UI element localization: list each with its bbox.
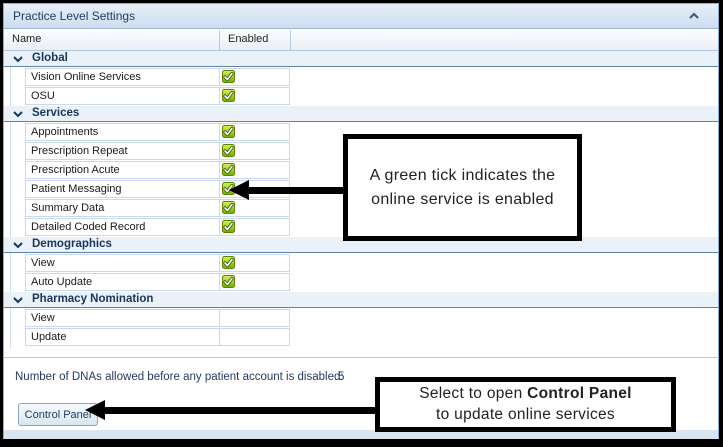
- tick-annotation-text: A green tick indicates the online servic…: [369, 167, 556, 208]
- footer-divider: [4, 357, 718, 358]
- table-left-gridline: [10, 51, 11, 348]
- group-label: Demographics: [32, 238, 112, 250]
- table-row[interactable]: Appointments: [25, 123, 290, 141]
- group-label: Services: [32, 107, 80, 119]
- green-tick-icon[interactable]: [222, 201, 235, 214]
- control-panel-button[interactable]: Control Panel: [18, 403, 98, 426]
- setting-name: Appointments: [31, 126, 99, 138]
- dna-allowance-label: Number of DNAs allowed before any patien…: [15, 371, 344, 383]
- group-row[interactable]: Pharmacy Nomination: [4, 292, 718, 308]
- tick-annotation-callout: A green tick indicates the online servic…: [343, 134, 582, 241]
- settings-table: Global Vision Online Services OSU Servic…: [4, 51, 718, 347]
- green-tick-icon[interactable]: [222, 275, 235, 288]
- table-row[interactable]: Update: [25, 328, 290, 346]
- table-row[interactable]: Vision Online Services: [25, 68, 290, 86]
- row-column-divider: [219, 200, 220, 216]
- row-column-divider: [219, 69, 220, 85]
- column-header-enabled[interactable]: Enabled: [228, 33, 269, 45]
- chevron-down-icon: [13, 111, 23, 118]
- setting-name: Auto Update: [31, 276, 93, 288]
- panel-title-bar: Practice Level Settings: [4, 4, 718, 29]
- green-tick-icon[interactable]: [222, 125, 235, 138]
- control-panel-annotation-callout: Select to open Control Panel to update o…: [375, 377, 676, 432]
- row-column-divider: [219, 329, 220, 345]
- row-column-divider: [219, 162, 220, 178]
- table-row[interactable]: View: [25, 309, 290, 327]
- setting-name: View: [31, 257, 55, 269]
- group-row[interactable]: Services: [4, 106, 718, 122]
- group-label: Pharmacy Nomination: [32, 293, 154, 305]
- annotation-arrowhead-icon: [85, 400, 105, 420]
- annotation-text-prefix: Select to open: [419, 384, 528, 402]
- control-panel-annotation-text: Select to open Control Panel to update o…: [419, 384, 632, 426]
- row-column-divider: [219, 219, 220, 235]
- table-row[interactable]: OSU: [25, 87, 290, 105]
- table-row[interactable]: View: [25, 254, 290, 272]
- row-column-divider: [219, 124, 220, 140]
- row-column-divider: [219, 255, 220, 271]
- column-header-name[interactable]: Name: [12, 33, 42, 45]
- setting-name: Prescription Repeat: [31, 145, 128, 157]
- green-tick-icon[interactable]: [222, 70, 235, 83]
- setting-name: Summary Data: [31, 202, 105, 214]
- row-column-divider: [219, 181, 220, 197]
- annotation-arrow: [248, 187, 344, 194]
- table-row[interactable]: Prescription Acute: [25, 161, 290, 179]
- annotation-arrowhead-icon: [229, 180, 249, 200]
- chevron-down-icon: [13, 297, 23, 304]
- setting-name: Update: [31, 331, 67, 343]
- annotation-arrow: [103, 407, 376, 414]
- setting-name: Detailed Coded Record: [31, 221, 146, 233]
- column-divider: [219, 30, 220, 50]
- green-tick-icon[interactable]: [222, 220, 235, 233]
- green-tick-icon[interactable]: [222, 163, 235, 176]
- panel-footer-strip: [4, 430, 718, 439]
- green-tick-icon[interactable]: [222, 256, 235, 269]
- row-column-divider: [219, 143, 220, 159]
- setting-name: Prescription Acute: [31, 164, 120, 176]
- dna-allowance-value: 5: [338, 371, 345, 383]
- setting-name: View: [31, 312, 55, 324]
- column-divider: [290, 30, 291, 50]
- panel-title: Practice Level Settings: [13, 9, 136, 23]
- table-header-row: Name Enabled: [4, 29, 718, 51]
- row-column-divider: [219, 88, 220, 104]
- table-row[interactable]: Summary Data: [25, 199, 290, 217]
- row-column-divider: [219, 310, 220, 326]
- table-row[interactable]: Auto Update: [25, 273, 290, 291]
- group-row[interactable]: Global: [4, 51, 718, 67]
- setting-name: OSU: [31, 90, 55, 102]
- annotation-text-bold: Control Panel: [527, 384, 632, 402]
- setting-name: Patient Messaging: [31, 183, 122, 195]
- green-tick-icon[interactable]: [222, 89, 235, 102]
- chevron-down-icon: [13, 242, 23, 249]
- table-row[interactable]: Detailed Coded Record: [25, 218, 290, 236]
- table-row[interactable]: Patient Messaging: [25, 180, 290, 198]
- collapse-chevron-icon[interactable]: [688, 11, 700, 21]
- annotation-text-suffix: to update online services: [436, 405, 615, 423]
- group-label: Global: [32, 52, 68, 64]
- group-row[interactable]: Demographics: [4, 237, 718, 253]
- table-row[interactable]: Prescription Repeat: [25, 142, 290, 160]
- row-column-divider: [219, 274, 220, 290]
- chevron-down-icon: [13, 56, 23, 63]
- green-tick-icon[interactable]: [222, 144, 235, 157]
- setting-name: Vision Online Services: [31, 71, 141, 83]
